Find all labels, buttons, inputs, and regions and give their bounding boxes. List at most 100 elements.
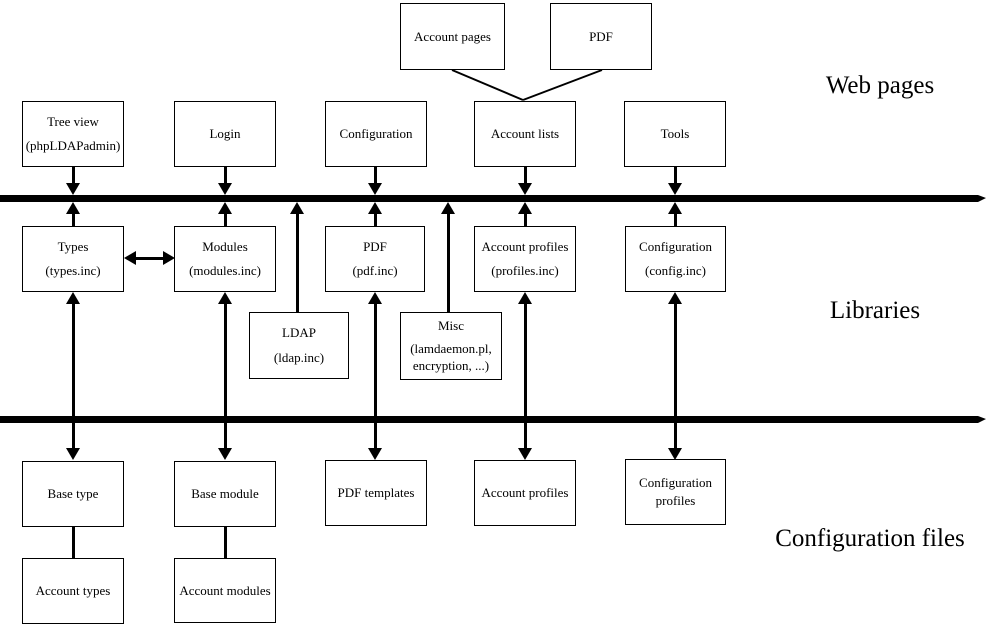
arrowhead-up	[66, 202, 80, 214]
section-label-web-pages: Web pages	[825, 72, 935, 99]
node-label: Misc	[438, 318, 464, 333]
node-account-pages: Account pages	[400, 3, 505, 70]
arrowhead-left	[124, 251, 136, 265]
node-label: Modules	[202, 238, 248, 254]
bus-line-tip	[978, 416, 986, 423]
node-tree-view: Tree view (phpLDAPadmin)	[22, 101, 124, 167]
node-label: Tree view	[47, 113, 99, 129]
node-label: Types	[57, 238, 89, 254]
node-modules: Modules (modules.inc)	[174, 226, 276, 292]
connector-line	[224, 527, 227, 558]
connector-line	[296, 212, 299, 312]
node-sublabel: (ldap.inc)	[273, 350, 325, 366]
arrowhead-down	[668, 448, 682, 460]
connector-line	[374, 212, 377, 227]
node-sublabel: (config.inc)	[644, 263, 706, 279]
connector-line	[524, 167, 527, 184]
node-sublabel: (lamdaemon.pl, encryption, ...)	[410, 340, 492, 375]
section-label-libraries: Libraries	[829, 297, 921, 324]
node-base-type: Base type	[22, 461, 124, 527]
node-label: LDAP	[282, 325, 316, 341]
node-ldap: LDAP (ldap.inc)	[249, 312, 349, 379]
node-account-profiles-lib: Account profiles (profiles.inc)	[474, 226, 576, 292]
node-login: Login	[174, 101, 276, 167]
node-label: Account modules	[179, 582, 271, 598]
arrowhead-down	[518, 183, 532, 195]
arrowhead-right	[163, 251, 175, 265]
node-pdf-lib: PDF (pdf.inc)	[325, 226, 425, 292]
bus-line-libraries-config	[0, 416, 978, 423]
arrowhead-down	[368, 183, 382, 195]
arrowhead-down	[66, 183, 80, 195]
connector-line	[674, 212, 677, 227]
arrowhead-up	[441, 202, 455, 214]
arrowhead-up	[368, 202, 382, 214]
bus-line-web-libraries	[0, 195, 978, 202]
arrowhead-down	[218, 448, 232, 460]
arrowhead-up	[218, 292, 232, 304]
diagonal-connectors	[451, 69, 603, 101]
connector-line	[374, 302, 377, 449]
node-account-types: Account types	[22, 558, 124, 624]
node-configuration-profiles: Configuration profiles	[625, 459, 726, 525]
node-label: Account pages	[414, 28, 491, 44]
arrowhead-up	[518, 202, 532, 214]
node-account-profiles-files: Account profiles	[474, 460, 576, 526]
connector-line	[524, 212, 527, 227]
arrowhead-up	[368, 292, 382, 304]
node-label: Base type	[47, 486, 99, 502]
connector-line	[374, 167, 377, 184]
node-configuration-lib: Configuration (config.inc)	[625, 226, 726, 292]
node-configuration-page: Configuration	[325, 101, 427, 167]
bus-line-tip	[978, 195, 986, 202]
connector-line	[524, 302, 527, 449]
connector-line	[72, 212, 75, 227]
node-label: PDF	[363, 238, 387, 254]
node-label: Configuration profiles	[639, 475, 712, 508]
node-account-lists: Account lists	[474, 101, 576, 167]
node-sublabel: (types.inc)	[45, 263, 101, 279]
arrowhead-down	[368, 448, 382, 460]
node-label: Configuration	[339, 126, 413, 142]
node-label: Account lists	[490, 126, 560, 142]
connector-line	[72, 527, 75, 558]
arrowhead-down	[66, 448, 80, 460]
node-sublabel-line: (lamdaemon.pl,	[410, 340, 492, 356]
node-tools: Tools	[624, 101, 726, 167]
connector-line	[224, 302, 227, 449]
node-sublabel: (modules.inc)	[189, 263, 261, 279]
arrowhead-up	[66, 292, 80, 304]
node-label: Account profiles	[481, 485, 569, 501]
node-sublabel: (profiles.inc)	[491, 263, 559, 279]
node-label: Account types	[35, 583, 111, 599]
connector-line	[674, 167, 677, 184]
arrowhead-down	[518, 448, 532, 460]
connector-line	[447, 212, 450, 312]
connector-line	[674, 302, 677, 449]
connector-line	[72, 167, 75, 184]
arrowhead-up	[290, 202, 304, 214]
arrowhead-down	[218, 183, 232, 195]
connector-line	[72, 302, 75, 449]
connector-line	[224, 167, 227, 184]
node-label: Account profiles	[481, 238, 569, 254]
connector-line	[224, 212, 227, 227]
node-pdf-pages: PDF	[550, 3, 652, 70]
node-sublabel-line: encryption, ...)	[412, 358, 490, 374]
arrowhead-down	[668, 183, 682, 195]
node-label: PDF	[589, 28, 613, 44]
node-label: Login	[209, 126, 241, 142]
node-types: Types (types.inc)	[22, 226, 124, 292]
arrowhead-up	[518, 292, 532, 304]
node-label: Base module	[191, 486, 259, 502]
node-label: Tools	[660, 126, 690, 142]
connector-line	[134, 257, 166, 260]
node-pdf-templates: PDF templates	[325, 460, 427, 526]
arrowhead-up	[218, 202, 232, 214]
node-misc: Misc (lamdaemon.pl, encryption, ...)	[400, 312, 502, 380]
section-label-configuration-files: Configuration files	[775, 525, 965, 552]
node-sublabel: (pdf.inc)	[352, 263, 398, 279]
node-base-module: Base module	[174, 461, 276, 527]
node-label: PDF templates	[337, 485, 415, 501]
